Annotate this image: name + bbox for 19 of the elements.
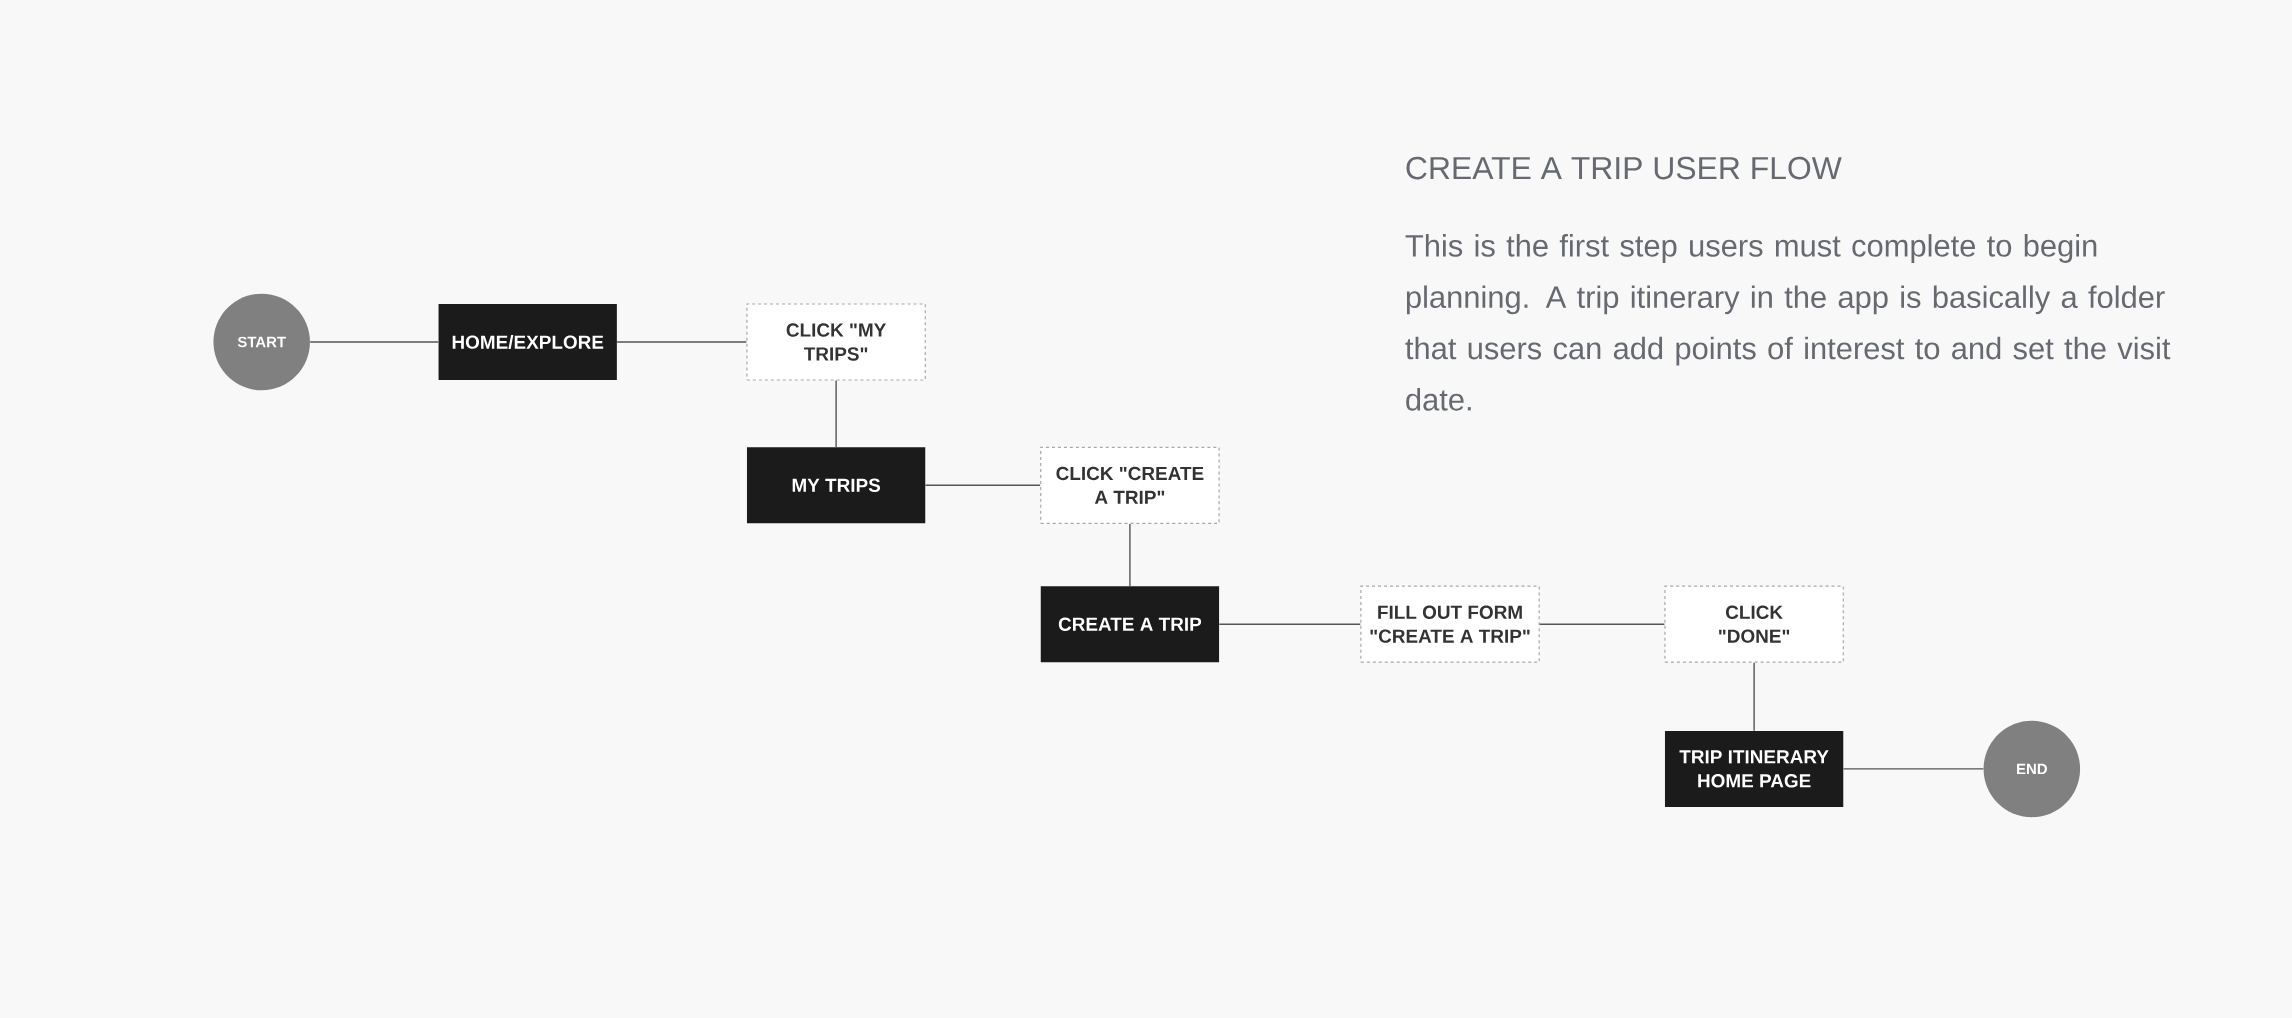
connector-line (309, 341, 440, 343)
screen-box: HOME/EXPLORE (438, 304, 617, 380)
action-box: CLICK "DONE" (1664, 585, 1844, 663)
connector-line (835, 379, 837, 448)
connector-line (1129, 523, 1131, 587)
connector-line (1842, 768, 1985, 770)
screen-box: MY TRIPS (746, 447, 926, 524)
connector-line (1218, 623, 1361, 625)
title: CREATE A TRIP USER FLOW (1406, 156, 1842, 180)
action-box: FILL OUT FORM "CREATE A TRIP" (1360, 585, 1540, 663)
action-box: CLICK "MY TRIPS" (746, 303, 926, 381)
connector-line (1539, 623, 1666, 625)
screen-box: CREATE A TRIP (1040, 586, 1220, 663)
action-box: CLICK "CREATE A TRIP" (1040, 446, 1220, 524)
screen-box: TRIP ITINERARY HOME PAGE (1664, 730, 1844, 807)
description-text: This is the first step users must complete to begin planning. A trip itinerary in the app is basically a folder that users can add points of interest to and set the visit date. (1405, 234, 2171, 411)
connector-line (1753, 662, 1755, 732)
connector-line (924, 484, 1041, 486)
connector-line (616, 341, 748, 343)
